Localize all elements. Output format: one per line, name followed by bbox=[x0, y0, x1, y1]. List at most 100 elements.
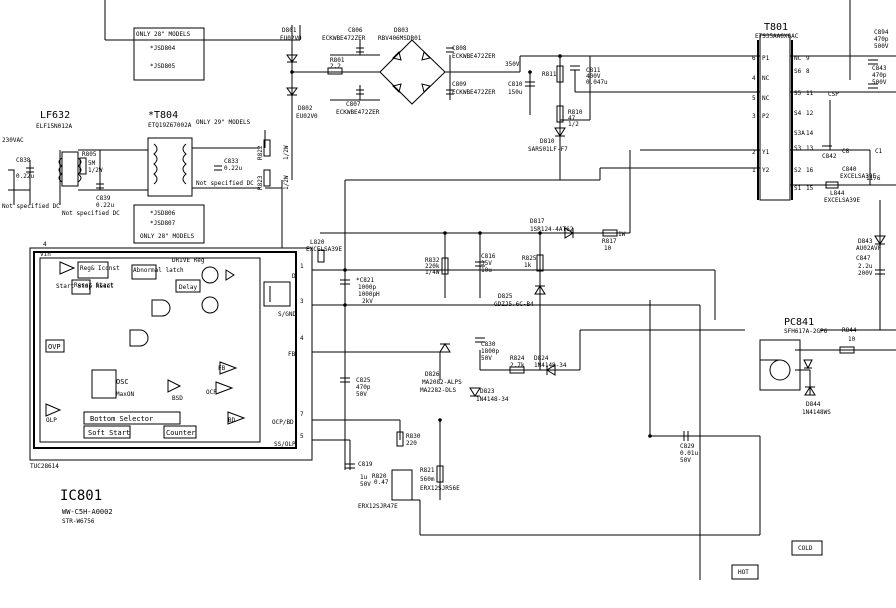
ic-pin-fb-number: 4 bbox=[300, 335, 304, 342]
capacitor-c833: C833 0.22u bbox=[214, 158, 242, 172]
t804-ref: *T804 bbox=[148, 110, 178, 121]
d801-ref: D801 bbox=[282, 27, 297, 34]
d823-ref: D823 bbox=[480, 388, 495, 395]
capacitor-c816: C816 35V 10u bbox=[475, 253, 496, 274]
transformer-sec-pin-5: 14 bbox=[806, 130, 814, 137]
l820-ref: L820 bbox=[310, 239, 325, 246]
transformer-part: ETS35AA6X6AC bbox=[755, 33, 799, 40]
c825-voltage: 50V bbox=[356, 391, 367, 398]
reg-iconst-label: Reg& Iconst bbox=[80, 265, 120, 272]
c816-voltage: 35V bbox=[481, 260, 492, 267]
hot-tag: HOT bbox=[731, 564, 759, 580]
transformer-pin-label-6: Y2 bbox=[762, 167, 770, 174]
bd-label: BD bbox=[228, 417, 236, 424]
transformer-sec-label-6: S3 bbox=[794, 145, 802, 152]
capacitor-c830: C830 1800p 50V bbox=[475, 337, 499, 362]
c825-value: 470p bbox=[356, 384, 371, 391]
r823-ref: R823 bbox=[257, 175, 264, 190]
c8-label: C8 bbox=[842, 148, 850, 155]
fb-label: FB bbox=[218, 365, 226, 372]
c811-value: 0.047u bbox=[586, 79, 608, 86]
ic-pin-ss-number: 5 bbox=[300, 433, 304, 440]
d826-ref: D826 bbox=[425, 371, 440, 378]
c840-ref: C840 bbox=[842, 166, 857, 173]
r810-power: 1/2 bbox=[568, 121, 579, 128]
diode-d817: D817 1SR124-4AT62 bbox=[530, 218, 574, 239]
l844-ref: L844 bbox=[830, 190, 845, 197]
voltage-350v: 350V bbox=[505, 61, 520, 68]
transformer-sec-label-4: S4 bbox=[794, 110, 802, 117]
c830-ref: C830 bbox=[481, 341, 496, 348]
r821-ref: R821 bbox=[420, 467, 435, 474]
abnormal-latch-label: Abnormal latch bbox=[133, 267, 184, 274]
r832-ref: R832 bbox=[425, 257, 440, 264]
diode-d843: D843 AU02AVF bbox=[856, 235, 886, 252]
c843-voltage: 500V bbox=[872, 79, 887, 86]
r832-value: 220k bbox=[425, 263, 440, 270]
d844-part: 1N4148WS bbox=[802, 409, 831, 416]
capacitor-c809: C809 ECKWBE472ZER bbox=[446, 81, 496, 96]
optocoupler-pc841: PC841 SFH617A-2GP6 bbox=[759, 317, 828, 391]
bsd-label: BSD bbox=[172, 395, 183, 402]
start-stop-label: Start Stop Reset bbox=[56, 283, 114, 290]
bottom-selector-block bbox=[83, 411, 181, 425]
c838-ref: C838 bbox=[16, 157, 31, 164]
c833-ref: C833 bbox=[224, 158, 239, 165]
ovp-label: OVP bbox=[48, 343, 61, 351]
d824-part: 1N4148-34 bbox=[534, 362, 567, 369]
c829-voltage: 50V bbox=[680, 457, 691, 464]
r832-power: 1/4W bbox=[425, 269, 440, 276]
transformer-pin-label-1: P1 bbox=[762, 55, 770, 62]
diode-d801: D801 EU02V0 bbox=[280, 27, 302, 63]
c811-ref: C811 bbox=[586, 67, 601, 74]
d802-part: EU02V0 bbox=[296, 113, 318, 120]
ic-pin-sgnd-label: S/GND bbox=[278, 311, 296, 318]
transformer-sec-pin-3: 11 bbox=[806, 90, 814, 97]
t804-part: ETQ19Z67002A bbox=[148, 122, 192, 129]
lf632-ref: LF632 bbox=[40, 110, 70, 121]
c821-ref: *C821 bbox=[356, 277, 374, 284]
c843-value: 470p bbox=[872, 72, 887, 79]
capacitor-c838: C838 0.22u bbox=[16, 157, 34, 180]
resistor-r844: R844 10 bbox=[839, 327, 857, 354]
capacitor-c894: C894 470p 500V bbox=[868, 29, 889, 65]
c847-voltage: 200V bbox=[858, 270, 873, 277]
c825-ref: C825 bbox=[356, 377, 371, 384]
r820-part: ERX12SJR47E bbox=[358, 503, 398, 510]
reset-block bbox=[71, 279, 91, 295]
r844-value: 10 bbox=[848, 336, 856, 343]
t804-only28-top: ONLY 28" MODELS bbox=[136, 31, 191, 38]
r824-value: 2.7k bbox=[510, 362, 525, 369]
d803-part: RBV406MSDR01 bbox=[378, 35, 422, 42]
capacitor-c842: C842 bbox=[822, 145, 837, 160]
resistor-r811: R811 bbox=[542, 65, 564, 83]
c821-value2: 1000pH bbox=[358, 291, 380, 298]
c821-value: 1000p bbox=[358, 284, 376, 291]
d823-part: 1N4148-34 bbox=[476, 396, 509, 403]
c894-value: 470p bbox=[874, 36, 889, 43]
transformer-sec-pin-6: 13 bbox=[806, 145, 814, 152]
capacitor-c821: *C821 1000p 1000pH 2kV bbox=[340, 277, 380, 305]
transformer-pin-label-4: P2 bbox=[762, 113, 770, 120]
capacitor-c810: C810 150u bbox=[508, 81, 535, 96]
t804-only29: ONLY 29" MODELS bbox=[196, 119, 251, 126]
r830-value: 220 bbox=[406, 440, 417, 447]
ic-part2: STR-W6756 bbox=[62, 518, 95, 525]
c842-ref: C842 bbox=[822, 153, 837, 160]
ovp-block bbox=[45, 339, 65, 353]
c838-value: 0.22u bbox=[16, 173, 34, 180]
transformer-pin-4: 3 bbox=[752, 113, 756, 120]
counter-label: Counter bbox=[166, 429, 196, 437]
not-specified-1: Not specified DC bbox=[2, 203, 60, 210]
not-specified-3: Not specified DC bbox=[196, 180, 254, 187]
transformer-pin-5: 2 bbox=[752, 149, 756, 156]
c830-value: 1800p bbox=[481, 348, 499, 355]
transformer-pin-1: 6 bbox=[752, 55, 756, 62]
diode-d824: D824 1N4148-34 bbox=[534, 355, 567, 376]
d843-part: AU02AVF bbox=[856, 245, 882, 252]
transformer-sec-pin-1: 9 bbox=[806, 55, 810, 62]
d810-ref: D810 bbox=[540, 138, 555, 145]
transformer-pin-label-2: NC bbox=[762, 75, 770, 82]
d826-part1: MA2082-ALPS bbox=[422, 379, 462, 386]
